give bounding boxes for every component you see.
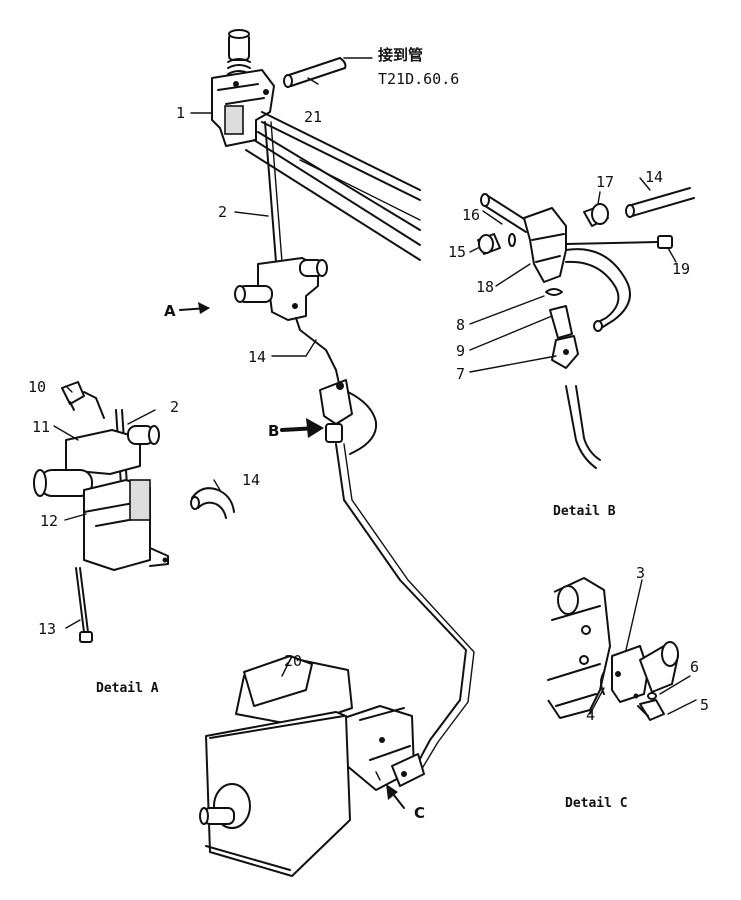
label-part-19: 19 xyxy=(672,260,690,278)
linkage-rods xyxy=(245,111,421,261)
control-valve xyxy=(211,29,275,147)
callout-a: A xyxy=(164,302,176,320)
label-part-14-main: 14 xyxy=(248,348,266,366)
label-part-2-detail: 2 xyxy=(170,398,179,416)
label-part-11: 11 xyxy=(32,418,50,436)
label-part-15: 15 xyxy=(448,243,466,261)
callout-arrows xyxy=(179,302,405,809)
label-part-2: 2 xyxy=(218,203,227,221)
label-part-13: 13 xyxy=(38,620,56,638)
label-part-16: 16 xyxy=(462,206,480,224)
label-part-14-b: 14 xyxy=(645,168,663,186)
tube-to-pump xyxy=(335,443,467,771)
label-part-12: 12 xyxy=(40,512,58,530)
label-part-17: 17 xyxy=(596,173,614,191)
label-part-7: 7 xyxy=(456,365,465,383)
leader-lines xyxy=(53,57,697,781)
hose-14-detail xyxy=(190,487,235,519)
caption-detail-c: Detail C xyxy=(565,796,628,811)
connect-note-code: T21D.60.6 xyxy=(378,70,459,88)
detail-a-drawing xyxy=(33,381,169,643)
label-part-14-detail: 14 xyxy=(242,471,260,489)
label-part-1: 1 xyxy=(176,104,185,122)
label-part-8: 8 xyxy=(456,316,465,334)
label-part-21: 21 xyxy=(304,108,322,126)
caption-detail-b: Detail B xyxy=(553,504,616,519)
label-part-5: 5 xyxy=(700,696,709,714)
label-part-18: 18 xyxy=(476,278,494,296)
fitting-b xyxy=(319,379,378,455)
part-labels: 1 2 21 14 10 2 11 14 12 13 20 17 14 16 1… xyxy=(28,104,709,724)
callout-b: B xyxy=(268,422,279,440)
hose-14 xyxy=(295,317,341,389)
label-part-3: 3 xyxy=(636,564,645,582)
bracket-a xyxy=(234,257,328,321)
caption-detail-a: Detail A xyxy=(96,681,159,696)
connect-note-text: 接到管 xyxy=(378,46,423,64)
detail-b-drawing xyxy=(477,187,695,469)
label-part-10: 10 xyxy=(28,378,46,396)
pipe-21 xyxy=(283,57,347,88)
pump-20 xyxy=(199,655,425,877)
label-part-9: 9 xyxy=(456,342,465,360)
callout-c: C xyxy=(414,804,425,822)
label-part-4: 4 xyxy=(586,706,595,724)
label-part-6: 6 xyxy=(690,658,699,676)
label-part-20: 20 xyxy=(284,652,302,670)
detail-c-drawing xyxy=(547,577,679,721)
